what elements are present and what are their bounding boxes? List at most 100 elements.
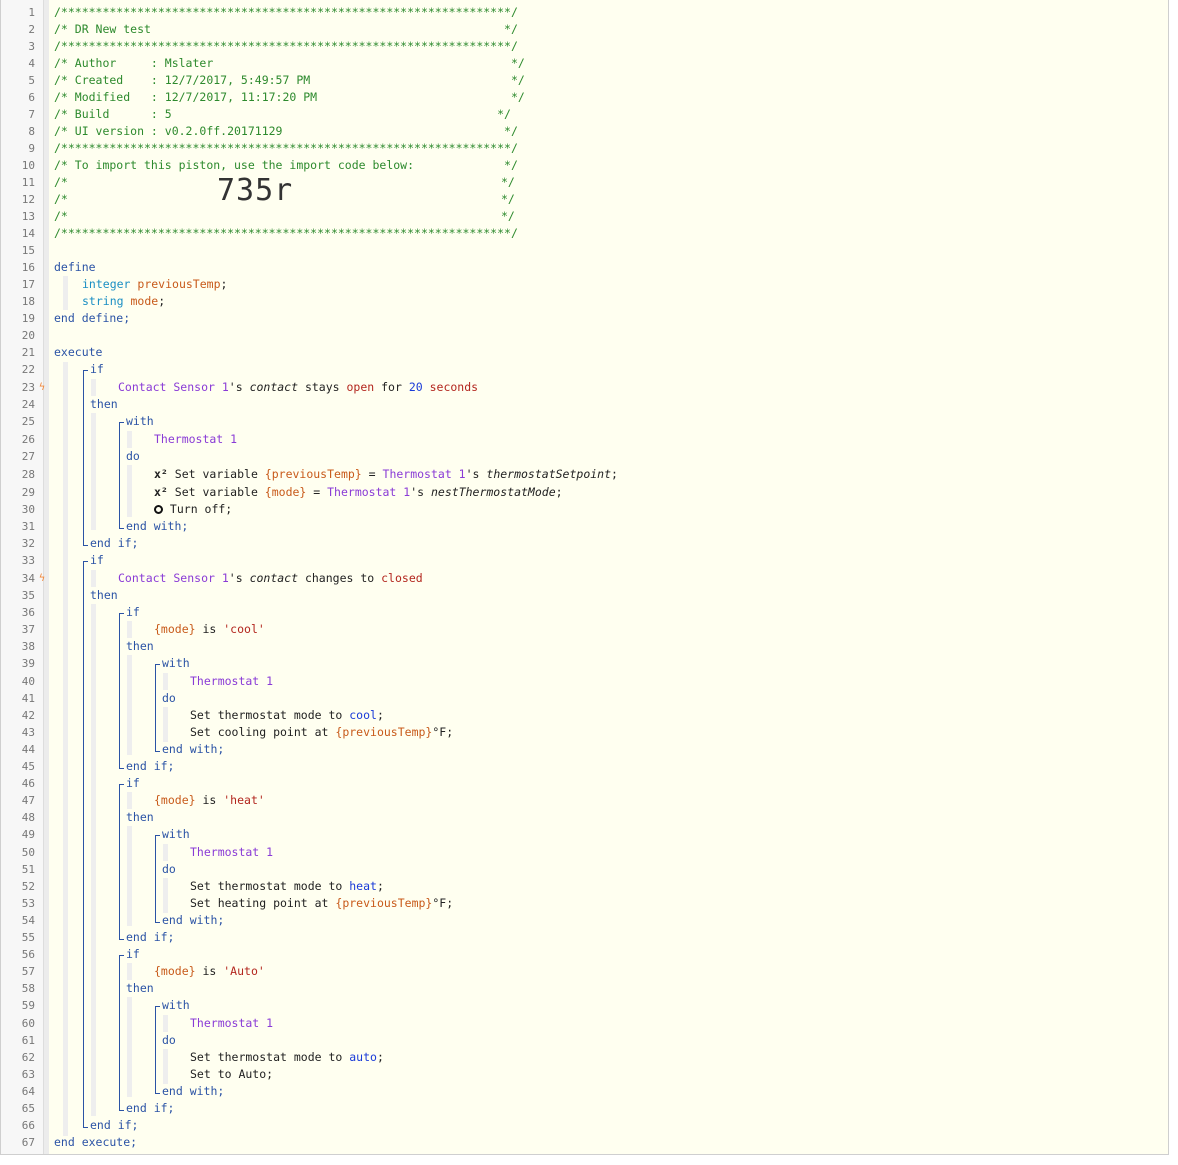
comment-close: */	[501, 209, 515, 223]
then-rail	[127, 826, 132, 926]
value-open: open	[346, 380, 375, 394]
operator-changes-to: changes to	[298, 571, 382, 585]
attribute-contact: contact	[249, 571, 299, 585]
keyword-if[interactable]: if	[90, 553, 104, 567]
code-line: end if;	[1, 1117, 1161, 1134]
value-auto: auto	[349, 1050, 377, 1064]
action-set-heating[interactable]: Set heating point at	[190, 896, 336, 910]
line-number-row: 15	[1, 242, 41, 259]
keyword-if[interactable]: if	[126, 776, 140, 790]
keyword-if[interactable]: if	[126, 947, 140, 961]
line-number: 7	[28, 108, 35, 121]
line-number-row: 41	[1, 690, 41, 707]
then-rail	[127, 655, 132, 755]
device-thermostat[interactable]: Thermostat 1	[190, 845, 274, 859]
with-block-bracket	[155, 1006, 161, 1094]
unit-degrees-f: °F;	[432, 896, 454, 910]
comment-build: /* Build : 5 */	[54, 107, 511, 121]
keyword-do: do	[162, 1033, 176, 1047]
code-line: integer previousTemp;	[1, 276, 1161, 293]
import-code[interactable]: 735r	[217, 173, 294, 208]
action-set-mode[interactable]: Set thermostat mode to	[190, 708, 350, 722]
line-number: 63	[21, 1068, 35, 1081]
variable-previous-temp[interactable]: previousTemp	[137, 277, 221, 291]
semicolon: ;	[611, 467, 618, 481]
code-line: end with;	[1, 1083, 1161, 1100]
line-number: 49	[21, 828, 35, 841]
attribute-contact: contact	[249, 380, 299, 394]
value-heat-string: 'heat'	[223, 793, 265, 807]
comment-stars: /***************************************…	[54, 5, 518, 19]
device-thermostat[interactable]: Thermostat 1	[190, 1016, 274, 1030]
action-set-mode[interactable]: Set thermostat mode to	[190, 879, 350, 893]
line-number: 36	[21, 606, 35, 619]
semicolon: ;	[555, 485, 563, 499]
line-number-row: 28	[1, 466, 41, 483]
operator-for: for	[374, 380, 409, 394]
line-number: 45	[21, 760, 35, 773]
possessive: 's	[228, 380, 250, 394]
line-number-row: 6	[1, 89, 41, 106]
action-turn-off[interactable]: Turn off;	[163, 502, 233, 516]
if-block-bracket	[83, 561, 89, 1128]
line-number-row: 17	[1, 276, 41, 293]
line-number: 53	[21, 897, 35, 910]
line-number-row: 66	[1, 1117, 41, 1134]
keyword-if[interactable]: if	[90, 362, 104, 376]
device-thermostat[interactable]: Thermostat 1	[154, 432, 238, 446]
keyword-end-if: end if;	[90, 536, 139, 550]
line-number-row: 4	[1, 55, 41, 72]
code-line: do	[1, 861, 1161, 878]
line-number: 12	[21, 193, 35, 206]
action-set-cooling[interactable]: Set cooling point at	[190, 725, 336, 739]
line-number: 26	[21, 433, 35, 446]
device-thermostat[interactable]: Thermostat 1	[190, 674, 274, 688]
line-number-row: 50	[1, 844, 41, 861]
keyword-do: do	[126, 449, 140, 463]
keyword-end-with: end with;	[126, 519, 189, 533]
code-line: with	[1, 413, 1161, 430]
set-variable-label[interactable]: Set variable	[167, 467, 265, 481]
value-auto-string: 'Auto'	[223, 964, 265, 978]
line-number-row: 47	[1, 792, 41, 809]
comment-author: /* Author : Mslater */	[54, 56, 525, 70]
with-devices-rail	[163, 673, 168, 690]
keyword-with[interactable]: with	[162, 827, 190, 841]
line-number-row: 3	[1, 38, 41, 55]
code-line: /* DR New test */	[1, 21, 1161, 38]
line-number: 4	[28, 57, 35, 70]
line-number: 67	[21, 1136, 35, 1149]
line-number-row: 61	[1, 1032, 41, 1049]
keyword-define[interactable]: define	[54, 260, 96, 274]
variable-mode[interactable]: mode	[130, 294, 159, 308]
line-number: 46	[21, 777, 35, 790]
device-contact-sensor[interactable]: Contact Sensor 1	[118, 380, 229, 394]
code-line: /**/	[1, 208, 1161, 225]
keyword-execute[interactable]: execute	[54, 345, 103, 359]
code-line: end if;	[1, 535, 1161, 552]
set-variable-label[interactable]: Set variable	[167, 485, 265, 499]
line-number-row: 46	[1, 775, 41, 792]
line-number: 3	[28, 40, 35, 53]
keyword-if[interactable]: if	[126, 605, 140, 619]
line-number: 43	[21, 726, 35, 739]
keyword-with[interactable]: with	[126, 414, 154, 428]
line-number: 47	[21, 794, 35, 807]
variable-previous-temp: {previousTemp}	[264, 467, 362, 481]
action-set-mode[interactable]: Set thermostat mode to	[190, 1050, 350, 1064]
value-heat: heat	[349, 879, 377, 893]
line-number-row: 54	[1, 912, 41, 929]
keyword-do: do	[162, 862, 176, 876]
device-contact-sensor[interactable]: Contact Sensor 1	[118, 571, 229, 585]
action-set-to-auto[interactable]: Set to Auto;	[190, 1067, 274, 1081]
then-rail	[91, 413, 96, 530]
line-number-row: 31	[1, 518, 41, 535]
attribute-nest-thermostat-mode: nestThermostatMode	[431, 485, 556, 499]
keyword-with[interactable]: with	[162, 998, 190, 1012]
line-number: 52	[21, 880, 35, 893]
line-number-row: 12	[1, 191, 41, 208]
keyword-with[interactable]: with	[162, 656, 190, 670]
code-line: then	[1, 980, 1161, 997]
line-number: 9	[28, 142, 35, 155]
